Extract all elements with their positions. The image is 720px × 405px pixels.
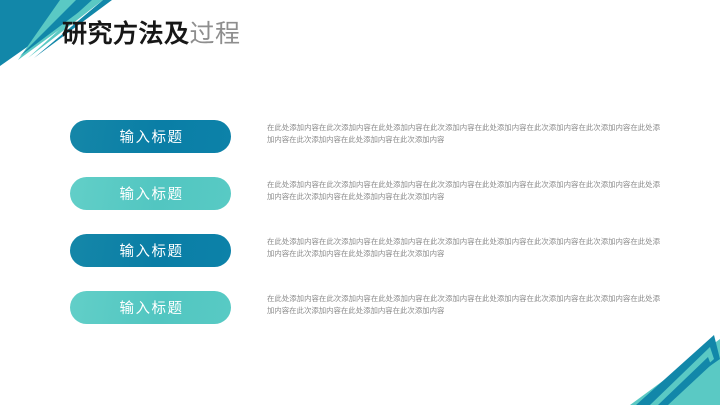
title-button-3[interactable]: 输入标题 [70, 234, 231, 267]
content-row: 输入标题 在此处添加内容在此次添加内容在此处添加内容在此次添加内容在此处添加内容… [0, 234, 720, 291]
page-title-strong: 研究方法及 [62, 20, 190, 48]
content-rows: 输入标题 在此处添加内容在此次添加内容在此处添加内容在此次添加内容在此处添加内容… [0, 120, 720, 348]
content-row: 输入标题 在此处添加内容在此次添加内容在此处添加内容在此次添加内容在此处添加内容… [0, 120, 720, 177]
title-button-1[interactable]: 输入标题 [70, 120, 231, 153]
body-paragraph-4: 在此处添加内容在此次添加内容在此处添加内容在此次添加内容在此处添加内容在此次添加… [267, 294, 660, 315]
content-row: 输入标题 在此处添加内容在此次添加内容在此处添加内容在此次添加内容在此处添加内容… [0, 291, 720, 348]
title-button-4[interactable]: 输入标题 [70, 291, 231, 324]
page-title-light: 过程 [189, 20, 241, 48]
body-paragraph-1: 在此处添加内容在此次添加内容在此处添加内容在此次添加内容在此处添加内容在此次添加… [267, 123, 660, 144]
body-paragraph-2: 在此处添加内容在此次添加内容在此处添加内容在此次添加内容在此处添加内容在此次添加… [267, 180, 660, 201]
title-button-2[interactable]: 输入标题 [70, 177, 231, 210]
content-row: 输入标题 在此处添加内容在此次添加内容在此处添加内容在此次添加内容在此处添加内容… [0, 177, 720, 234]
body-paragraph-3: 在此处添加内容在此次添加内容在此处添加内容在此次添加内容在此处添加内容在此次添加… [267, 237, 660, 258]
page-title: 研究方法及过程 [62, 17, 241, 51]
